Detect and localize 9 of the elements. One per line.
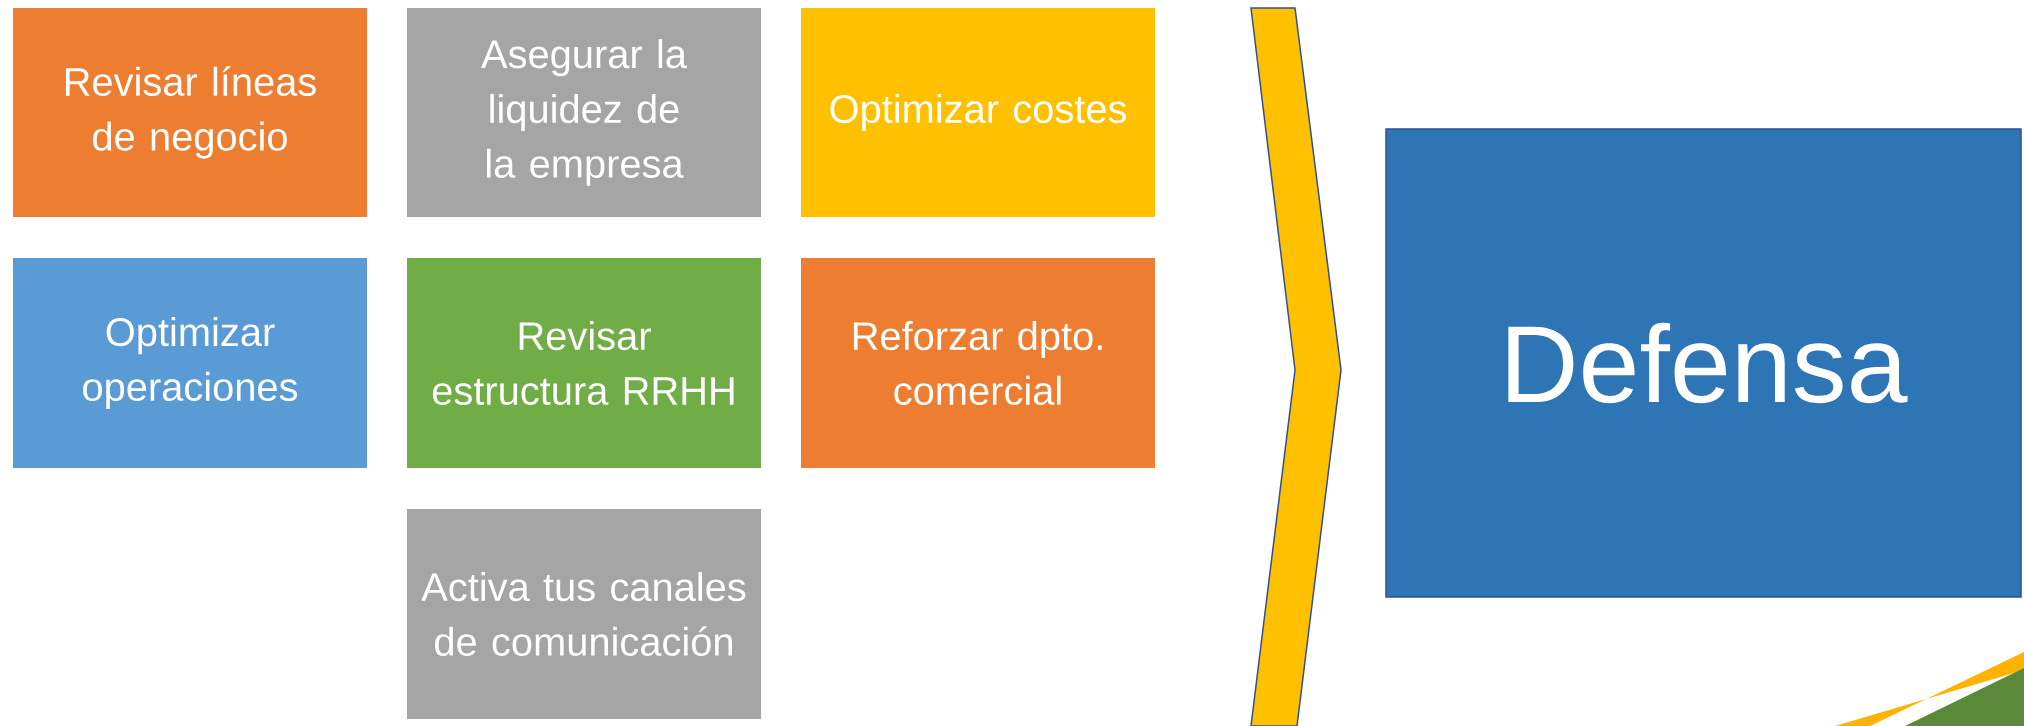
action-box: Asegurar la liquidez de la empresa — [407, 8, 761, 217]
action-box: Activa tus canales de comunicación — [407, 509, 761, 719]
title-box: Defensa — [1385, 128, 2022, 598]
action-box: Revisar estructura RRHH — [407, 258, 761, 468]
action-box: Optimizar operaciones — [13, 258, 367, 468]
action-box: Reforzar dpto. comercial — [801, 258, 1155, 468]
chevron-shape — [1250, 7, 1342, 726]
action-box: Revisar líneas de negocio — [13, 8, 367, 217]
action-box: Optimizar costes — [801, 8, 1155, 217]
